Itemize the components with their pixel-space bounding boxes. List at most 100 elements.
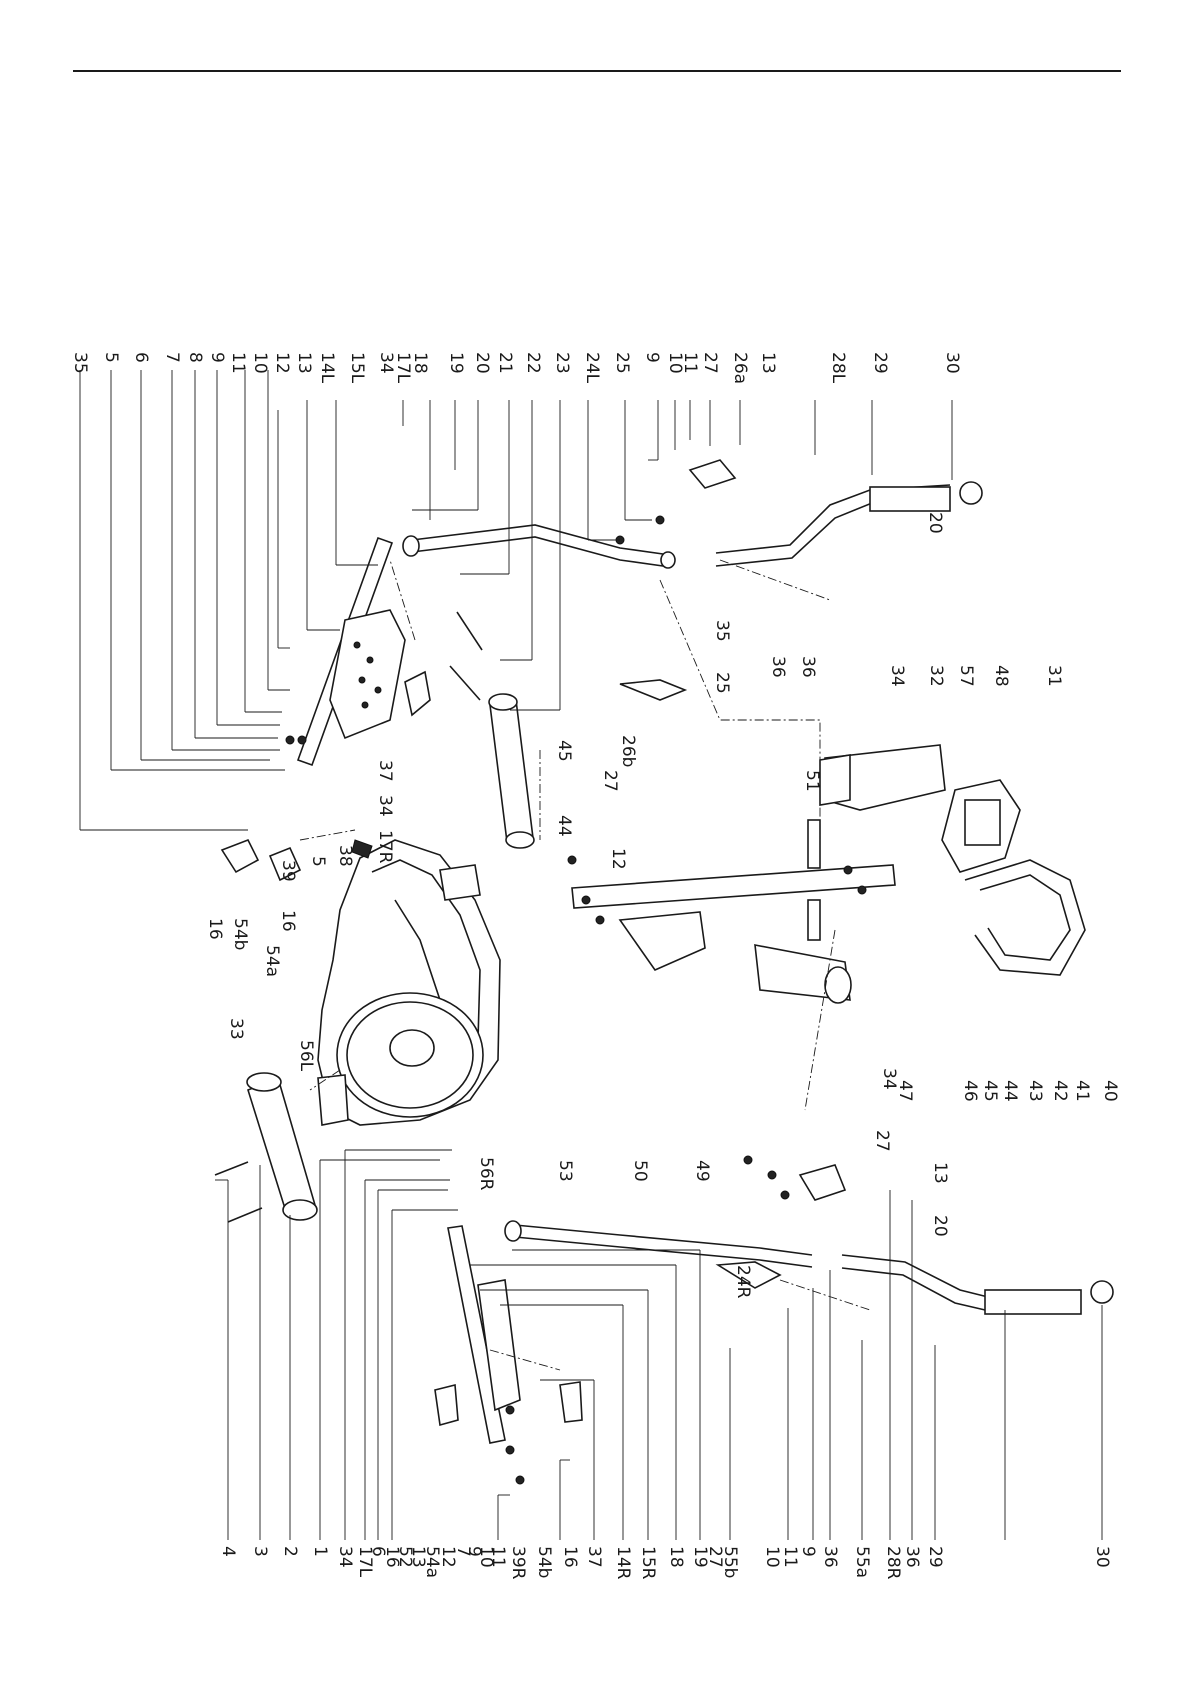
part-label-inner-25: 49 <box>692 1160 712 1182</box>
part-label-top-18: 22 <box>523 352 543 374</box>
part-label-inner-39: 41 <box>1072 1080 1092 1102</box>
part-label-inner-33: 47 <box>895 1080 915 1102</box>
part-label-bottom-8: 52 <box>395 1546 415 1568</box>
part-label-inner-17: 54b <box>230 918 250 950</box>
part-label-bottom-31: 28R <box>883 1546 903 1580</box>
part-label-top-22: 9 <box>642 352 662 363</box>
part-label-bottom-13: 9 <box>464 1546 484 1557</box>
part-label-inner-1: 36 <box>798 656 818 678</box>
part-label-bottom-16: 39R <box>508 1546 528 1580</box>
part-label-top-5: 9 <box>207 352 227 363</box>
part-label-bottom-17: 54b <box>534 1546 554 1578</box>
part-label-inner-44: 24R <box>733 1265 753 1299</box>
part-label-inner-43: 20 <box>930 1215 950 1237</box>
part-label-bottom-10: 54a <box>422 1546 442 1578</box>
part-label-top-2: 6 <box>131 352 151 363</box>
part-label-top-28: 28L <box>828 352 848 384</box>
part-label-inner-32: 34 <box>879 1068 899 1090</box>
part-label-bottom-19: 37 <box>584 1546 604 1568</box>
left-handlebar <box>402 459 983 569</box>
right-handlebar <box>504 1164 1114 1315</box>
part-label-bottom-26: 10 <box>762 1546 782 1568</box>
part-label-bottom-29: 36 <box>820 1546 840 1568</box>
part-label-inner-41: 27 <box>872 1130 892 1152</box>
part-label-top-9: 13 <box>294 352 314 374</box>
part-label-inner-19: 54a <box>262 945 282 977</box>
part-label-inner-26: 51 <box>802 770 822 792</box>
part-label-inner-21: 56L <box>296 1040 316 1072</box>
part-label-bottom-4: 34 <box>335 1546 355 1568</box>
part-label-top-19: 23 <box>552 352 572 374</box>
part-label-top-24: 11 <box>680 352 700 374</box>
part-label-top-15: 19 <box>446 352 466 374</box>
part-label-bottom-22: 18 <box>666 1546 686 1568</box>
part-label-inner-20: 33 <box>226 1018 246 1040</box>
part-label-top-29: 29 <box>870 352 890 374</box>
part-label-inner-35: 45 <box>980 1080 1000 1102</box>
part-label-bottom-7: 16 <box>382 1546 402 1568</box>
part-label-top-3: 7 <box>162 352 182 363</box>
part-label-top-10: 14L <box>317 352 337 384</box>
part-label-inner-3: 35 <box>712 620 732 642</box>
part-label-top-7: 10 <box>250 352 270 374</box>
part-label-inner-10: 37 <box>375 760 395 782</box>
part-label-inner-18: 16 <box>205 918 225 940</box>
part-label-bottom-12: 7 <box>453 1546 473 1557</box>
part-label-top-20: 24L <box>582 352 602 384</box>
part-label-inner-36: 44 <box>1000 1080 1020 1102</box>
part-label-top-26: 26a <box>730 352 750 384</box>
part-label-bottom-32: 36 <box>902 1546 922 1568</box>
console <box>941 779 1086 976</box>
part-label-bottom-2: 2 <box>280 1546 300 1557</box>
part-label-top-14: 18 <box>410 352 430 374</box>
part-label-bottom-23: 19 <box>690 1546 710 1568</box>
part-label-inner-38: 42 <box>1050 1080 1070 1102</box>
part-label-inner-4: 25 <box>712 672 732 694</box>
part-label-top-25: 27 <box>700 352 720 374</box>
part-label-bottom-14: 10 <box>476 1546 496 1568</box>
part-label-top-12: 34 <box>376 352 396 374</box>
part-label-bottom-11: 12 <box>438 1546 458 1568</box>
part-label-bottom-21: 15R <box>638 1546 658 1580</box>
part-label-top-6: 11 <box>228 352 248 374</box>
left-pedal-arm <box>296 536 431 767</box>
part-label-top-8: 12 <box>272 352 292 374</box>
part-label-top-11: 15L <box>347 352 367 384</box>
foot-covers <box>220 838 302 882</box>
hardware <box>285 515 867 1485</box>
part-label-inner-6: 27 <box>600 770 620 792</box>
part-label-bottom-0: 4 <box>218 1546 238 1557</box>
part-label-bottom-27: 11 <box>780 1546 800 1568</box>
rear-stabilizer <box>214 1072 318 1223</box>
part-label-inner-0: 36 <box>768 656 788 678</box>
part-label-top-17: 21 <box>495 352 515 374</box>
part-label-bottom-33: 29 <box>925 1546 945 1568</box>
part-label-inner-22: 56R <box>476 1157 496 1191</box>
front-stabilizer <box>449 611 535 849</box>
part-label-inner-27: 34 <box>887 665 907 687</box>
part-label-top-4: 8 <box>185 352 205 363</box>
rear-post <box>754 944 852 1004</box>
part-label-inner-12: 17R <box>375 830 395 864</box>
part-label-top-27: 13 <box>758 352 778 374</box>
part-label-bottom-25: 55b <box>720 1546 740 1578</box>
part-label-inner-9: 12 <box>608 848 628 870</box>
part-label-bottom-3: 1 <box>310 1546 330 1557</box>
part-label-bottom-24: 27 <box>705 1546 725 1568</box>
assembly-lines <box>299 559 871 1371</box>
parts-drawing <box>214 459 1114 1485</box>
part-label-bottom-1: 3 <box>250 1546 270 1557</box>
leader-lines <box>79 370 1103 1540</box>
part-label-inner-8: 44 <box>554 815 574 837</box>
part-label-inner-7: 45 <box>554 740 574 762</box>
part-label-inner-31: 31 <box>1044 665 1064 687</box>
part-label-inner-13: 38 <box>335 845 355 867</box>
part-label-inner-14: 5 <box>308 856 328 867</box>
handle-grip-assembly <box>819 744 946 811</box>
part-label-bottom-28: 9 <box>798 1546 818 1557</box>
part-label-bottom-9: 13 <box>408 1546 428 1568</box>
